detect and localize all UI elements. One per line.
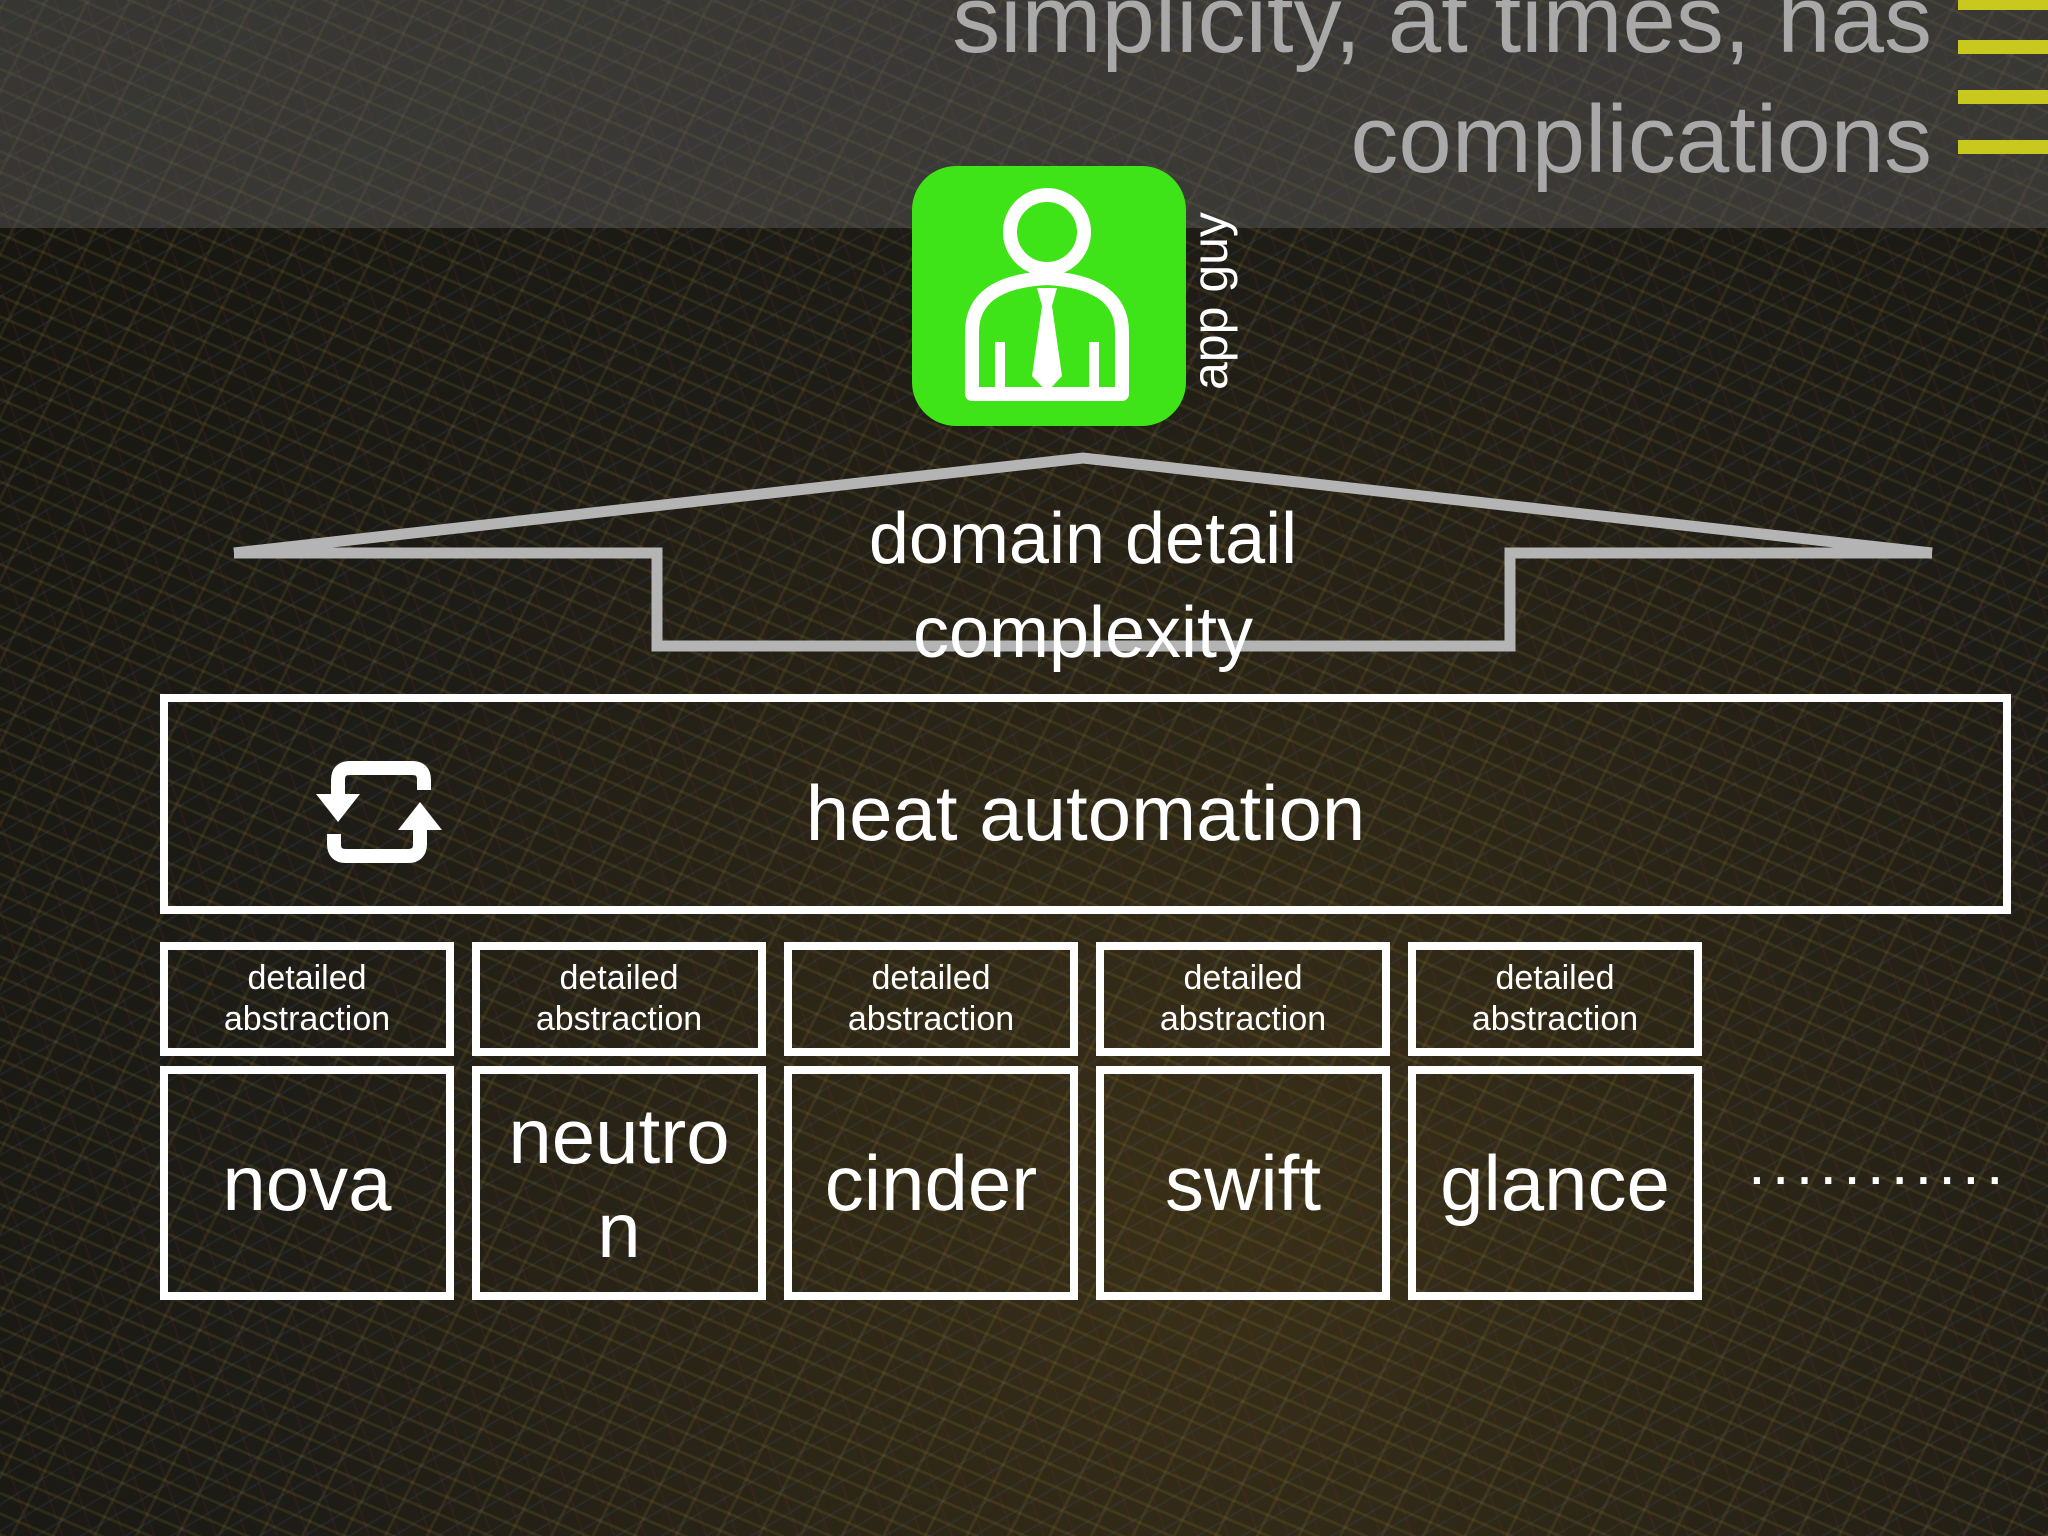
heat-automation-label: heat automation — [805, 769, 1366, 857]
accent-bar — [1958, 140, 2048, 154]
person-with-tie-icon — [965, 188, 1129, 401]
service-box-swift: swift — [1096, 1066, 1390, 1300]
domain-roof-outline — [233, 452, 1933, 652]
abstraction-line-1: detailed — [1183, 959, 1303, 997]
slide-title-line-2: complications — [1350, 86, 1932, 193]
abstraction-line-1: detailed — [871, 959, 991, 997]
abstraction-line-2: abstraction — [1159, 1000, 1327, 1038]
service-label: glance — [1440, 1139, 1670, 1227]
app-guy-icon — [912, 166, 1186, 426]
service-label: nova — [222, 1139, 392, 1227]
abstraction-line-2: abstraction — [535, 1000, 703, 1038]
service-label: swift — [1165, 1139, 1321, 1227]
service-box-nova: nova — [160, 1066, 454, 1300]
abstraction-line-1: detailed — [559, 959, 679, 997]
slide-title-line-1: simplicity, at times, has — [952, 0, 1932, 73]
refresh-cycle-icon — [316, 761, 442, 863]
heat-automation-box: heat automation — [160, 694, 2011, 914]
accent-bars — [1958, 0, 2048, 160]
domain-detail-line-2: complexity — [912, 593, 1254, 673]
abstraction-line-1: detailed — [247, 959, 367, 997]
accent-bar — [1958, 90, 2048, 104]
abstraction-line-2: abstraction — [1471, 1000, 1639, 1038]
abstraction-line-2: abstraction — [223, 1000, 391, 1038]
abstraction-line-2: abstraction — [847, 1000, 1015, 1038]
abstraction-line-1: detailed — [1495, 959, 1615, 997]
domain-detail-label: domain detail complexity — [783, 492, 1383, 680]
accent-bar — [1958, 40, 2048, 54]
accent-bar — [1958, 0, 2048, 10]
service-box-cinder: cinder — [784, 1066, 1078, 1300]
more-services-ellipsis: ........... — [1748, 1126, 2010, 1198]
domain-detail-line-1: domain detail — [868, 499, 1298, 579]
service-label: neutro — [508, 1092, 730, 1180]
service-label: cinder — [824, 1139, 1038, 1227]
service-box-glance: glance — [1408, 1066, 1702, 1300]
service-label-wrap: n — [597, 1186, 641, 1274]
